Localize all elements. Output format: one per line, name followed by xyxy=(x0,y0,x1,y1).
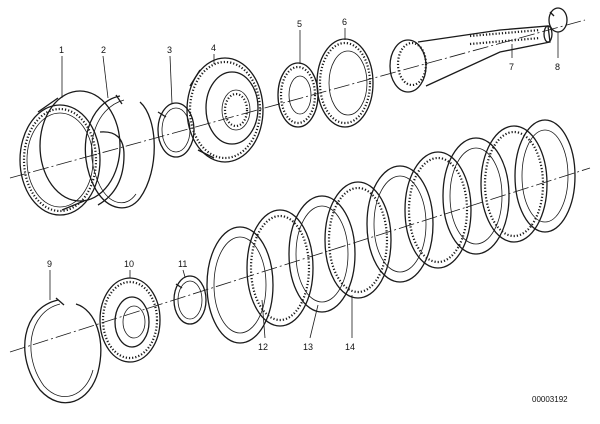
part-9-large-circlip xyxy=(24,297,102,404)
callout-labels: 1 2 3 4 5 6 7 8 9 10 11 12 13 14 xyxy=(47,17,560,352)
label-part-12: 12 xyxy=(258,342,268,352)
lower-assembly-axis xyxy=(9,167,591,353)
label-part-11: 11 xyxy=(178,259,187,269)
document-number: 00003192 xyxy=(532,395,568,404)
part-6-ring xyxy=(316,38,374,128)
label-part-9: 9 xyxy=(47,259,52,269)
label-part-10: 10 xyxy=(124,259,134,269)
label-part-3: 3 xyxy=(167,45,172,55)
part-2-circlip xyxy=(84,94,155,209)
label-part-1: 1 xyxy=(59,45,64,55)
part-8-small-circlip xyxy=(548,7,568,33)
label-part-14: 14 xyxy=(345,342,355,352)
part-10-toothed-gear xyxy=(99,277,161,363)
label-part-13: 13 xyxy=(303,342,313,352)
label-part-8: 8 xyxy=(555,62,560,72)
part-4-hub-disc xyxy=(186,57,264,163)
upper-assembly-axis xyxy=(9,19,586,179)
label-part-5: 5 xyxy=(297,19,302,29)
part-1-drum xyxy=(19,90,125,216)
label-part-6: 6 xyxy=(342,17,347,27)
part-3-snap-ring xyxy=(157,102,195,158)
label-part-7: 7 xyxy=(509,62,514,72)
label-part-4: 4 xyxy=(211,43,216,53)
clutch-plate-stack xyxy=(206,119,576,344)
leader-lines xyxy=(49,28,559,339)
part-7-shaft xyxy=(389,25,553,93)
part-11-snap-ring xyxy=(173,275,207,325)
label-part-2: 2 xyxy=(101,45,106,55)
